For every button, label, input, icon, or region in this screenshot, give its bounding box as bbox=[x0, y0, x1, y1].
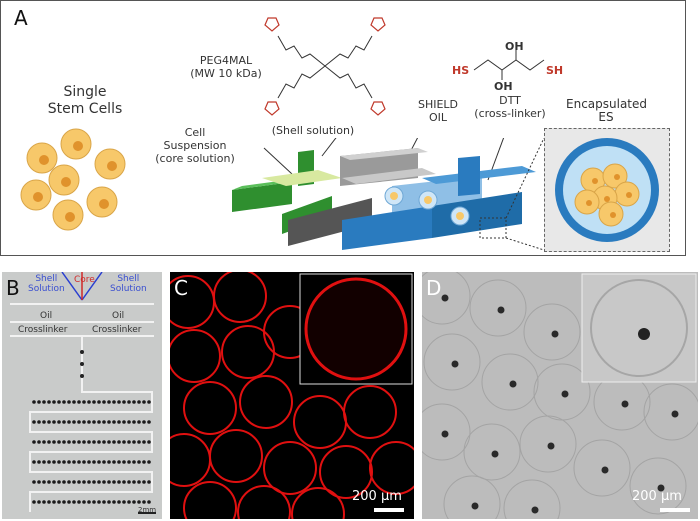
peg4mal-molecule bbox=[264, 17, 386, 116]
core-label: Core bbox=[74, 275, 95, 285]
panel-c-fluorescence-image bbox=[170, 272, 414, 519]
microfluidic-device-diagram bbox=[232, 138, 545, 250]
panel-c-scale-label: 200 µm bbox=[352, 489, 402, 504]
panel-d-brightfield-image bbox=[422, 272, 698, 519]
chem-oh-bottom: OH bbox=[494, 80, 513, 93]
shield-oil-label: SHIELD OIL bbox=[417, 98, 459, 124]
panel-c-letter: C bbox=[174, 276, 188, 300]
panel-b-scale-label: 2mm bbox=[138, 506, 157, 514]
shell-solution-right-label: Shell Solution bbox=[110, 274, 147, 294]
encapsulated-es-illustration bbox=[555, 138, 659, 242]
panel-a-letter: A bbox=[14, 6, 28, 30]
single-stem-cells-label: Single Stem Cells bbox=[47, 84, 123, 117]
chem-hs: HS bbox=[452, 64, 470, 77]
panel-b-microfluidic-photo bbox=[2, 272, 162, 519]
shell-solution-label: (Shell solution) bbox=[271, 124, 355, 137]
shell-solution-left-label: Shell Solution bbox=[28, 274, 65, 294]
stem-cells-illustration bbox=[20, 128, 126, 231]
dtt-molecule bbox=[473, 50, 545, 80]
peg4mal-label: PEG4MAL (MW 10 kDa) bbox=[190, 54, 262, 80]
panel-b-letter: B bbox=[6, 276, 20, 300]
oil-left-label: Oil bbox=[40, 311, 53, 321]
cell-suspension-label: Cell Suspension (core solution) bbox=[155, 126, 235, 165]
crosslinker-right-label: Crosslinker bbox=[92, 325, 142, 335]
panel-d-scale-label: 200 µm bbox=[632, 489, 682, 504]
chem-oh-top: OH bbox=[505, 40, 524, 53]
panel-d-letter: D bbox=[426, 276, 442, 300]
dtt-label: DTT (cross-linker) bbox=[474, 94, 546, 120]
oil-right-label: Oil bbox=[112, 311, 125, 321]
chem-sh: SH bbox=[546, 64, 564, 77]
crosslinker-left-label: Crosslinker bbox=[18, 325, 68, 335]
encapsulated-es-label: Encapsulated ES bbox=[566, 97, 648, 124]
